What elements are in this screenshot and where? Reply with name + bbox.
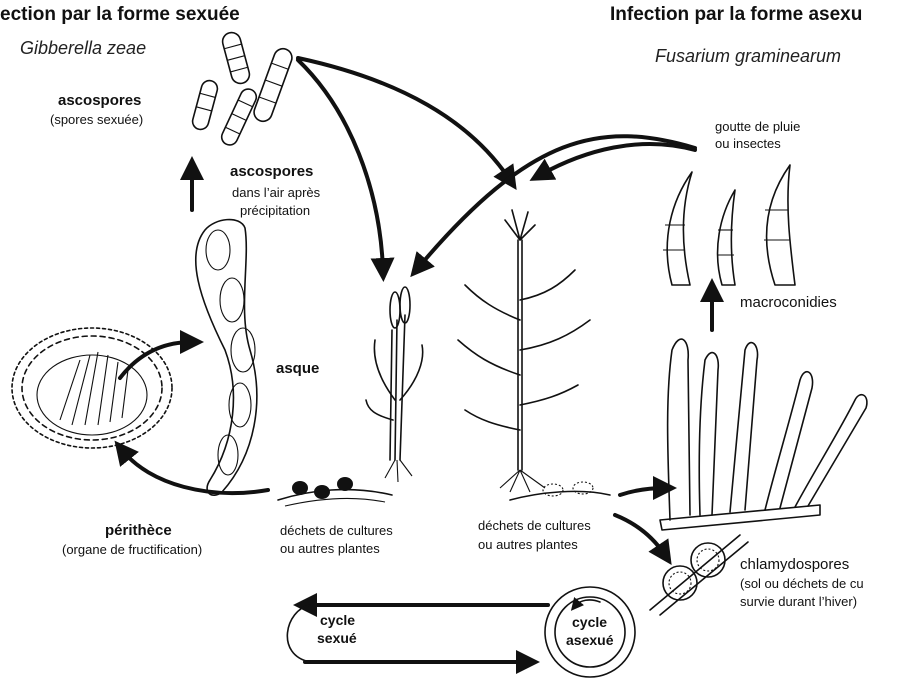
airborne-ascospores-sub2: précipitation bbox=[240, 204, 310, 219]
chlamydospores-drawing bbox=[650, 535, 748, 615]
debris-left-line1: déchets de cultures bbox=[280, 524, 393, 539]
rain-insects-line2: ou insectes bbox=[715, 137, 781, 152]
wheat-plant-drawing bbox=[366, 287, 423, 482]
asexual-cycle-line2: asexué bbox=[566, 632, 613, 648]
debris-right-line2: ou autres plantes bbox=[478, 538, 578, 553]
rain-insects-line1: goutte de pluie bbox=[715, 120, 800, 135]
ascospores-drawing bbox=[191, 31, 295, 148]
ascospores-sublabel: (spores sexuée) bbox=[50, 113, 143, 128]
chlamydospores-sub1: (sol ou déchets de cu bbox=[740, 577, 864, 592]
sexual-cycle-line2: sexué bbox=[317, 630, 357, 646]
macroconidia-label: macroconidies bbox=[740, 294, 837, 311]
sporodochium-drawing bbox=[660, 339, 867, 530]
crop-debris-right-drawing bbox=[510, 482, 610, 500]
perithecium-drawing bbox=[12, 328, 172, 448]
asexual-species-name: Fusarium graminearum bbox=[655, 46, 841, 67]
ascus-label: asque bbox=[276, 360, 319, 377]
ascospores-label: ascospores bbox=[58, 92, 141, 109]
chlamydospores-label: chlamydospores bbox=[740, 556, 849, 573]
debris-right-line1: déchets de cultures bbox=[478, 519, 591, 534]
airborne-ascospores-sub1: dans l’air après bbox=[232, 186, 320, 201]
airborne-ascospores-label: ascospores bbox=[230, 163, 313, 180]
maize-plant-drawing bbox=[458, 210, 590, 492]
sexual-cycle-line1: cycle bbox=[320, 612, 355, 628]
sexual-species-name: Gibberella zeae bbox=[20, 38, 146, 59]
debris-left-line2: ou autres plantes bbox=[280, 542, 380, 557]
crop-debris-left-drawing bbox=[278, 477, 392, 506]
cycle-arrows bbox=[120, 58, 712, 677]
perithecium-sublabel: (organe de fructification) bbox=[62, 543, 202, 558]
sexual-form-title: ection par la forme sexuée bbox=[0, 4, 240, 26]
perithecium-label: périthèce bbox=[105, 522, 172, 539]
asexual-cycle-line1: cycle bbox=[572, 614, 607, 630]
asexual-form-title: Infection par la forme asexu bbox=[610, 4, 862, 26]
macroconidia-drawing bbox=[663, 165, 795, 285]
ascus-drawing bbox=[196, 220, 257, 496]
chlamydospores-sub2: survie durant l’hiver) bbox=[740, 595, 857, 610]
